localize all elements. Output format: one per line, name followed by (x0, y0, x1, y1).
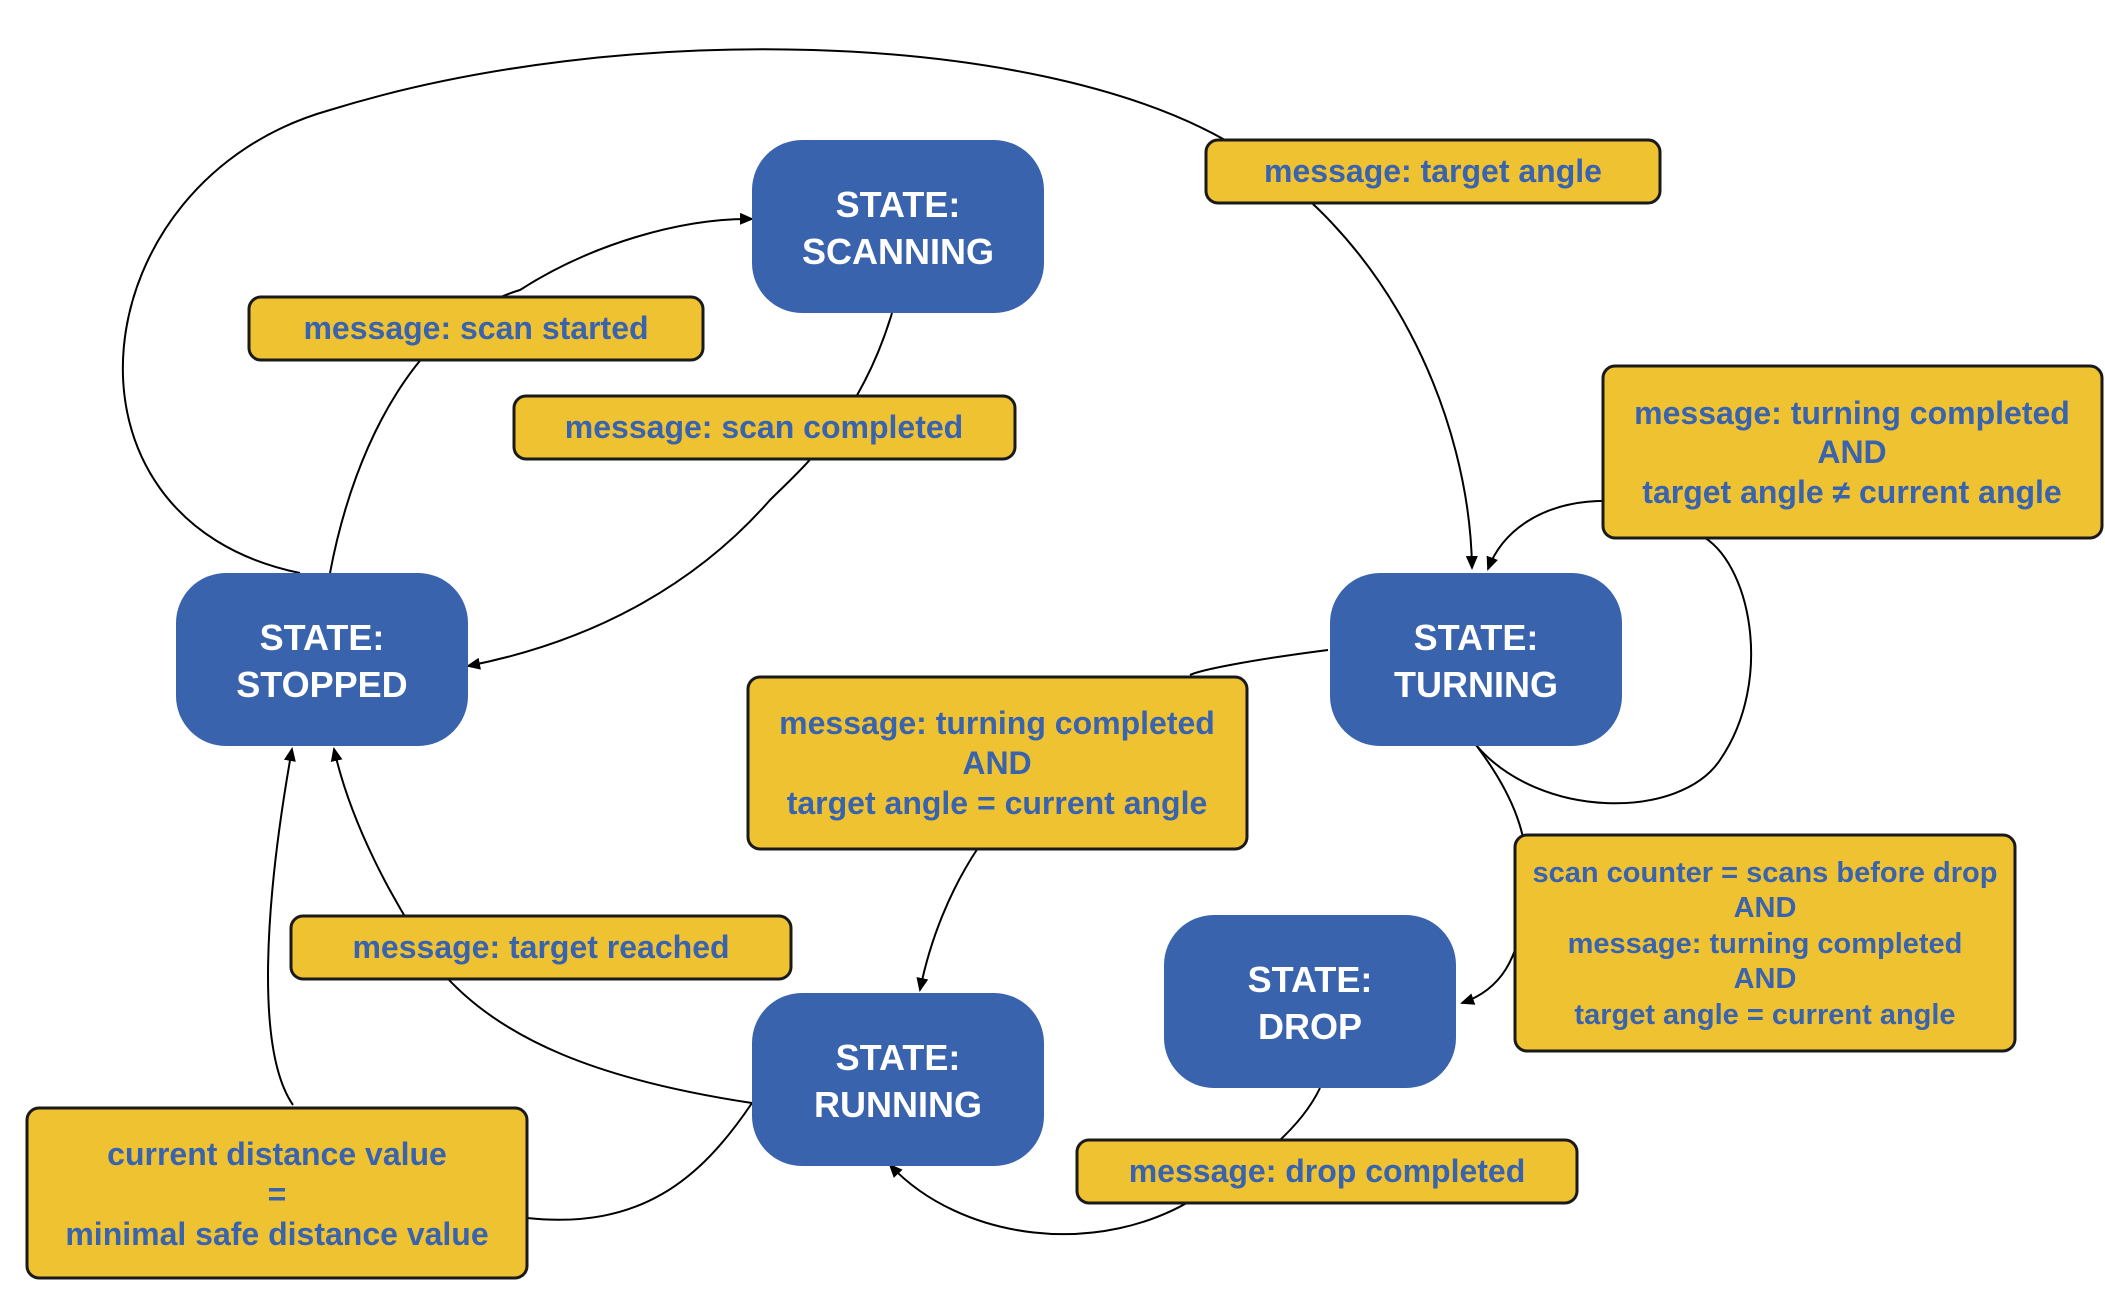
state-turning: STATE: TURNING (1330, 573, 1622, 746)
label-drop-completed-box (1075, 1138, 1579, 1205)
label-turning-equal: message: turning completed AND target an… (746, 675, 1249, 851)
state-drop-line1: STATE: (1248, 959, 1373, 1000)
label-distance-safe-line2: = (268, 1176, 287, 1212)
label-drop-completed: message: drop completed (1075, 1138, 1579, 1205)
label-scan-counter-drop-line1: scan counter = scans before drop (1533, 857, 1998, 889)
label-scan-counter-drop-line2: AND (1734, 892, 1797, 924)
label-turning-equal-box (746, 675, 1249, 851)
label-scan-counter-drop-box (1513, 833, 2017, 1053)
state-scanning-line2: SCANNING (802, 231, 994, 272)
label-target-reached-box (289, 914, 793, 981)
label-target-angle-box (1204, 138, 1662, 205)
state-drop-line2: DROP (1258, 1006, 1362, 1047)
label-scan-counter-drop: scan counter = scans before drop AND mes… (1513, 833, 2017, 1053)
state-drop: STATE: DROP (1164, 915, 1456, 1088)
label-turning-not-equal-line2: AND (1817, 434, 1886, 470)
state-turning-line2: TURNING (1394, 664, 1558, 705)
label-scan-completed: message: scan completed (512, 394, 1017, 461)
label-turning-not-equal-line3: target angle ≠ current angle (1642, 474, 2061, 510)
state-stopped-line1: STATE: (260, 617, 385, 658)
state-scanning-box (752, 140, 1044, 313)
label-turning-equal-line1: message: turning completed (779, 705, 1215, 741)
state-scanning: STATE: SCANNING (752, 140, 1044, 313)
label-distance-safe-box (25, 1106, 529, 1280)
state-stopped-box (176, 573, 468, 746)
label-turning-not-equal-box (1601, 364, 2104, 540)
edge-turning-to-running (920, 649, 1329, 990)
state-turning-box (1330, 573, 1622, 746)
state-running-box (752, 993, 1044, 1166)
label-scan-started: message: scan started (247, 295, 705, 362)
edge-running-to-stopped-distance (267, 749, 753, 1221)
label-target-reached-line1: message: target reached (352, 929, 729, 965)
label-distance-safe-line1: current distance value (107, 1136, 447, 1172)
edge-drop-to-running (888, 1087, 1321, 1236)
state-stopped-line2: STOPPED (236, 664, 407, 705)
state-drop-box (1164, 915, 1456, 1088)
edge-turning-self-loop (1475, 499, 1753, 805)
state-running-line1: STATE: (836, 1037, 961, 1078)
label-scan-completed-line1: message: scan completed (565, 409, 963, 445)
edge-scanning-to-stopped (466, 312, 893, 670)
state-stopped: STATE: STOPPED (176, 573, 468, 746)
label-scan-started-box (247, 295, 705, 362)
state-running: STATE: RUNNING (752, 993, 1044, 1166)
state-turning-line1: STATE: (1414, 617, 1539, 658)
label-scan-completed-box (512, 394, 1017, 461)
label-drop-completed-line1: message: drop completed (1129, 1153, 1526, 1189)
edge-stopped-to-turning (121, 48, 1478, 574)
label-target-angle: message: target angle (1204, 138, 1662, 205)
label-scan-started-line1: message: scan started (303, 310, 648, 346)
label-turning-not-equal-line1: message: turning completed (1634, 395, 2070, 431)
label-target-angle-line1: message: target angle (1264, 153, 1602, 189)
label-target-reached: message: target reached (289, 914, 793, 981)
label-turning-equal-line2: AND (962, 745, 1031, 781)
state-running-line2: RUNNING (814, 1084, 982, 1125)
label-distance-safe: current distance value = minimal safe di… (25, 1106, 529, 1280)
label-distance-safe-line3: minimal safe distance value (65, 1216, 488, 1252)
state-scanning-line1: STATE: (836, 184, 961, 225)
edge-stopped-to-scanning (329, 212, 754, 574)
label-scan-counter-drop-line4: AND (1734, 963, 1797, 995)
label-turning-not-equal: message: turning completed AND target an… (1601, 364, 2104, 540)
label-scan-counter-drop-line5: target angle = current angle (1574, 999, 1955, 1031)
label-scan-counter-drop-line3: message: turning completed (1568, 928, 1963, 960)
label-turning-equal-line3: target angle = current angle (787, 785, 1208, 821)
